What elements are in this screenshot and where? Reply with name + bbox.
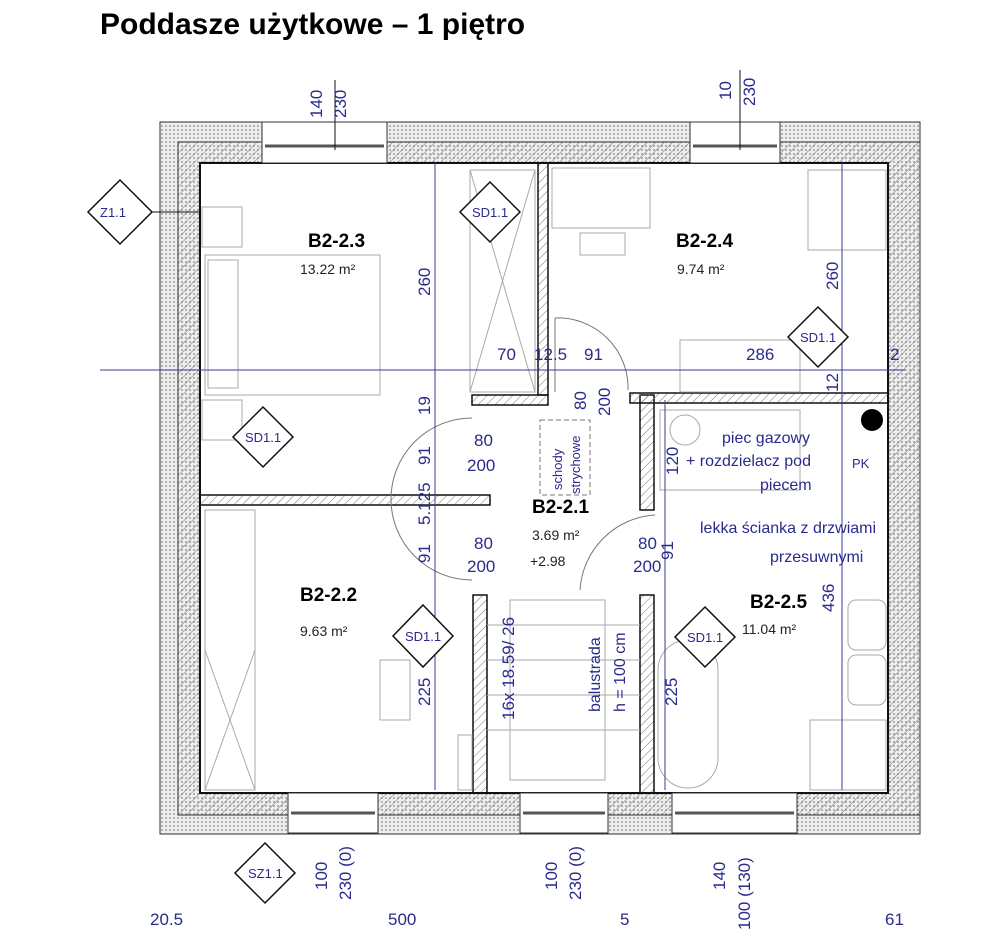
dimension-labels: 140 230 10 230 260 260 70 12.5 91 286 2 … <box>150 78 904 930</box>
note-pk: PK <box>852 456 870 471</box>
dim-label: 225 <box>415 678 434 706</box>
dim-label: 12 <box>823 373 842 392</box>
dim-label: 91 <box>415 544 434 563</box>
room-id: B2-2.2 <box>300 585 357 606</box>
dim-label: 140 <box>307 90 326 118</box>
room-b2-2-4[interactable]: B2-2.4 9.74 m² <box>676 231 733 277</box>
dim-label: 2 <box>890 345 899 364</box>
dim-label: 19 <box>415 396 434 415</box>
dim-label: 10 <box>716 81 735 100</box>
room-id: B2-2.3 <box>308 231 365 252</box>
dim-label: 200 <box>595 388 614 416</box>
note-boiler: piecem <box>760 477 812 494</box>
interior-walls <box>199 162 889 794</box>
note-boiler: + rozdzielacz pod <box>686 453 811 470</box>
room-b2-2-1[interactable]: B2-2.1 3.69 m² +2.98 <box>530 497 589 569</box>
dim-label: 5.125 <box>415 482 434 525</box>
room-id: B2-2.4 <box>676 231 733 252</box>
door-swings <box>390 317 656 591</box>
floor-level: +2.98 <box>530 553 566 569</box>
room-area: 3.69 m² <box>532 527 580 543</box>
dim-label: 91 <box>415 446 434 465</box>
note-attic-stairs: schody <box>550 448 565 490</box>
room-area: 9.63 m² <box>300 623 348 639</box>
axis-label: 500 <box>388 910 416 929</box>
dim-label: 230 <box>331 90 350 118</box>
tag-sd1-1: SD1.1 <box>687 630 723 645</box>
room-b2-2-5[interactable]: B2-2.5 11.04 m² <box>742 592 807 637</box>
dim-label: 100 (130) <box>735 857 754 930</box>
dim-label: 70 <box>497 345 516 364</box>
room-area: 9.74 m² <box>677 261 725 277</box>
section-tags <box>86 178 850 905</box>
dim-label: 200 <box>467 557 495 576</box>
dim-label: 80 <box>571 391 590 410</box>
note-attic-stairs: strychowe <box>568 435 583 494</box>
dimension-lines <box>100 70 905 790</box>
room-area: 13.22 m² <box>300 261 356 277</box>
chimney-icon <box>861 409 883 431</box>
room-b2-2-2[interactable]: B2-2.2 9.63 m² <box>300 585 357 639</box>
dim-label: 200 <box>467 456 495 475</box>
page-title: Poddasze użytkowe – 1 piętro <box>100 8 526 41</box>
dim-label: 260 <box>415 268 434 296</box>
plan-notes: schody strychowe 16x 18.59/ 26 balustrad… <box>499 419 876 720</box>
dim-label: 230 (0) <box>336 846 355 900</box>
note-boiler: piec gazowy <box>722 430 810 447</box>
dim-label: 230 (0) <box>566 846 585 900</box>
dim-label: 230 <box>740 78 759 106</box>
note-light-wall: lekka ścianka z drzwiami <box>700 520 876 537</box>
dim-label: 12.5 <box>534 345 567 364</box>
tag-z1-1: Z1.1 <box>100 205 126 220</box>
axis-label: 20.5 <box>150 910 183 929</box>
tag-sd1-1: SD1.1 <box>800 330 836 345</box>
tag-sd1-1: SD1.1 <box>245 430 281 445</box>
dim-label: 200 <box>633 557 661 576</box>
dim-label: 80 <box>474 534 493 553</box>
dim-label: 140 <box>710 862 729 890</box>
axis-label: 5 <box>620 910 629 929</box>
room-id: B2-2.1 <box>532 497 589 518</box>
room-b2-2-3[interactable]: B2-2.3 13.22 m² <box>300 231 365 277</box>
dim-label: 225 <box>662 678 681 706</box>
tag-sd1-1: SD1.1 <box>472 205 508 220</box>
note-railing: h = 100 cm <box>612 632 629 712</box>
room-id: B2-2.5 <box>750 592 807 613</box>
dim-label: 91 <box>584 345 603 364</box>
tag-sd1-1: SD1.1 <box>405 629 441 644</box>
room-area: 11.04 m² <box>742 621 797 637</box>
note-light-wall: przesuwnymi <box>770 549 863 566</box>
tag-sz1-1: SZ1.1 <box>248 866 283 881</box>
note-stairs: 16x 18.59/ 26 <box>499 617 518 720</box>
dim-label: 100 <box>312 862 331 890</box>
dim-label: 100 <box>542 862 561 890</box>
dim-label: 286 <box>746 345 774 364</box>
dim-label: 120 <box>663 447 682 475</box>
axis-label: 61 <box>885 910 904 929</box>
dim-label: 80 <box>638 534 657 553</box>
note-railing: balustrada <box>587 637 604 712</box>
dim-label: 91 <box>658 541 677 560</box>
dim-label: 436 <box>819 584 838 612</box>
dim-label: 80 <box>474 431 493 450</box>
furniture <box>201 167 887 791</box>
dim-label: 260 <box>823 262 842 290</box>
